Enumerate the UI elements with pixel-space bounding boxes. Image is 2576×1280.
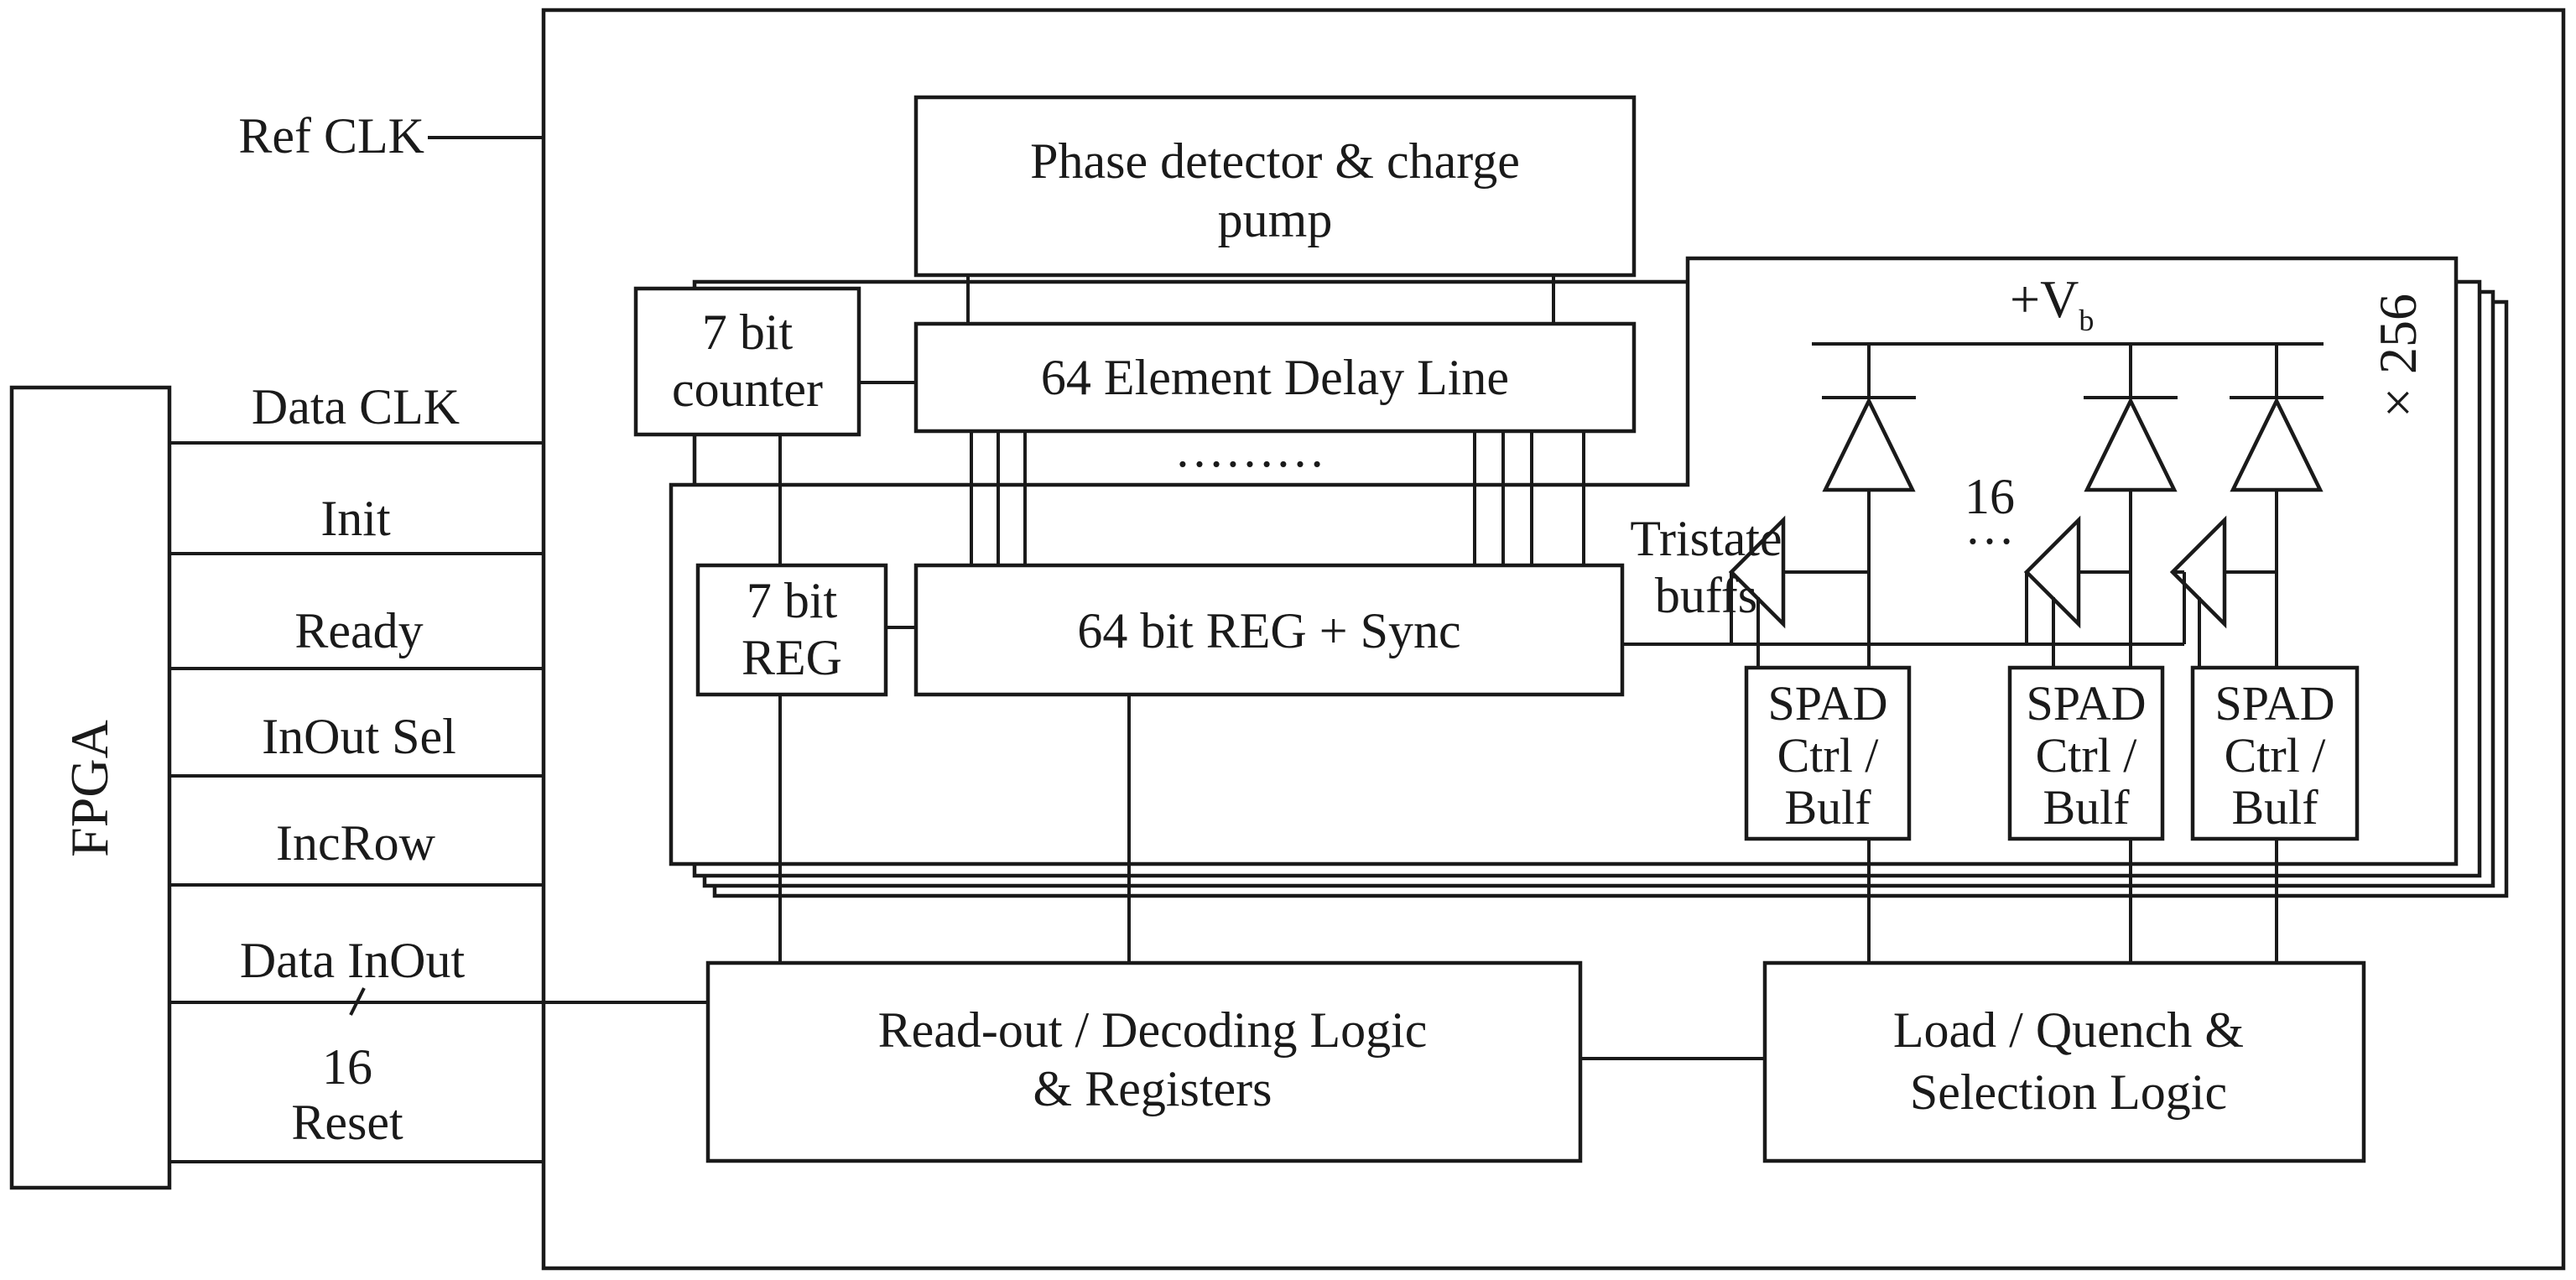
svg-text:Bulf: Bulf	[2231, 780, 2318, 835]
tristate-buffer-1	[1728, 515, 1869, 668]
supply-label: +Vb	[2010, 269, 2094, 337]
init-label: Init	[320, 491, 391, 546]
fpga-label: FPGA	[60, 720, 119, 857]
data-inout-label: Data InOut	[240, 933, 466, 988]
svg-text:Ctrl /: Ctrl /	[2036, 728, 2138, 783]
inout-sel-label: InOut Sel	[262, 709, 456, 764]
tristate-label-line2: buffs	[1655, 568, 1757, 623]
phase-detector-line2: pump	[1218, 192, 1333, 247]
reg7-line1: 7 bit	[747, 573, 838, 628]
spad-ctrl-1: SPAD Ctrl / Bulf	[1744, 665, 1912, 841]
tristate-buffer-2	[2023, 515, 2131, 668]
delay-taps	[970, 431, 1585, 565]
tristate-label-line1: Tristate	[1630, 511, 1782, 566]
reg64-label: 64 bit REG + Sync	[1077, 603, 1460, 658]
spad-diode-2	[2084, 344, 2178, 668]
reset-label: Reset	[291, 1095, 403, 1150]
spad-ctrl-3: SPAD Ctrl / Bulf	[2190, 665, 2360, 841]
reg7-line2: REG	[742, 630, 842, 685]
readout-block: Read-out / Decoding Logic & Registers	[705, 960, 1583, 1163]
tristate-bus	[1622, 570, 2186, 646]
spad-ctrl-2: SPAD Ctrl / Bulf	[2007, 665, 2165, 841]
phase-detector-line1: Phase detector & charge	[1030, 133, 1520, 189]
delay-line-label: 64 Element Delay Line	[1041, 350, 1509, 405]
svg-text:Bulf: Bulf	[2043, 780, 2130, 835]
ready-label: Ready	[294, 603, 423, 658]
svg-text:Ctrl /: Ctrl /	[2225, 728, 2327, 783]
row-count-label: × 256	[2368, 294, 2428, 418]
fpga-block: FPGA	[9, 385, 172, 1190]
readout-line1: Read-out / Decoding Logic	[878, 1002, 1428, 1058]
delay-line-block: 64 Element Delay Line	[913, 321, 1637, 434]
spad-diode-1	[1822, 344, 1916, 668]
load-quench-block: Load / Quench & Selection Logic	[1762, 960, 2366, 1163]
incrow-label: IncRow	[276, 815, 436, 871]
counter-block: 7 bit counter	[633, 286, 861, 437]
fpga-interface-lines	[169, 441, 708, 1163]
ref-clk-label: Ref CLK	[238, 108, 424, 164]
load-quench-line1: Load / Quench &	[1893, 1002, 2244, 1058]
svg-text:Ctrl /: Ctrl /	[1777, 728, 1880, 783]
chip-boundary	[541, 8, 2566, 1271]
phase-detector-block: Phase detector & charge pump	[913, 95, 1637, 278]
supply-rail: +Vb	[1812, 269, 2324, 346]
data-clk-label: Data CLK	[252, 379, 460, 434]
signal-ref-clk: Ref CLK	[238, 108, 544, 164]
readout-line2: & Registers	[1033, 1061, 1272, 1116]
spad-dots: …	[1965, 499, 2015, 554]
svg-text:SPAD: SPAD	[1768, 676, 1888, 731]
counter-line1: 7 bit	[702, 304, 794, 360]
svg-text:SPAD: SPAD	[2215, 676, 2335, 731]
tristate-buffer-3	[2169, 515, 2277, 668]
delay-tap-dots: ………	[1174, 422, 1325, 477]
spad-diode-3	[2230, 344, 2324, 668]
spad-count-label: 16	[1965, 469, 2015, 524]
svg-text:SPAD: SPAD	[2027, 676, 2147, 731]
bus-slash	[349, 987, 366, 1016]
reg7-block: 7 bit REG	[695, 563, 888, 697]
reg64-block: 64 bit REG + Sync	[913, 563, 1625, 697]
svg-text:Bulf: Bulf	[1784, 780, 1871, 835]
bus-width-label: 16	[322, 1039, 372, 1095]
counter-line2: counter	[672, 362, 823, 417]
load-quench-line2: Selection Logic	[1910, 1064, 2227, 1120]
